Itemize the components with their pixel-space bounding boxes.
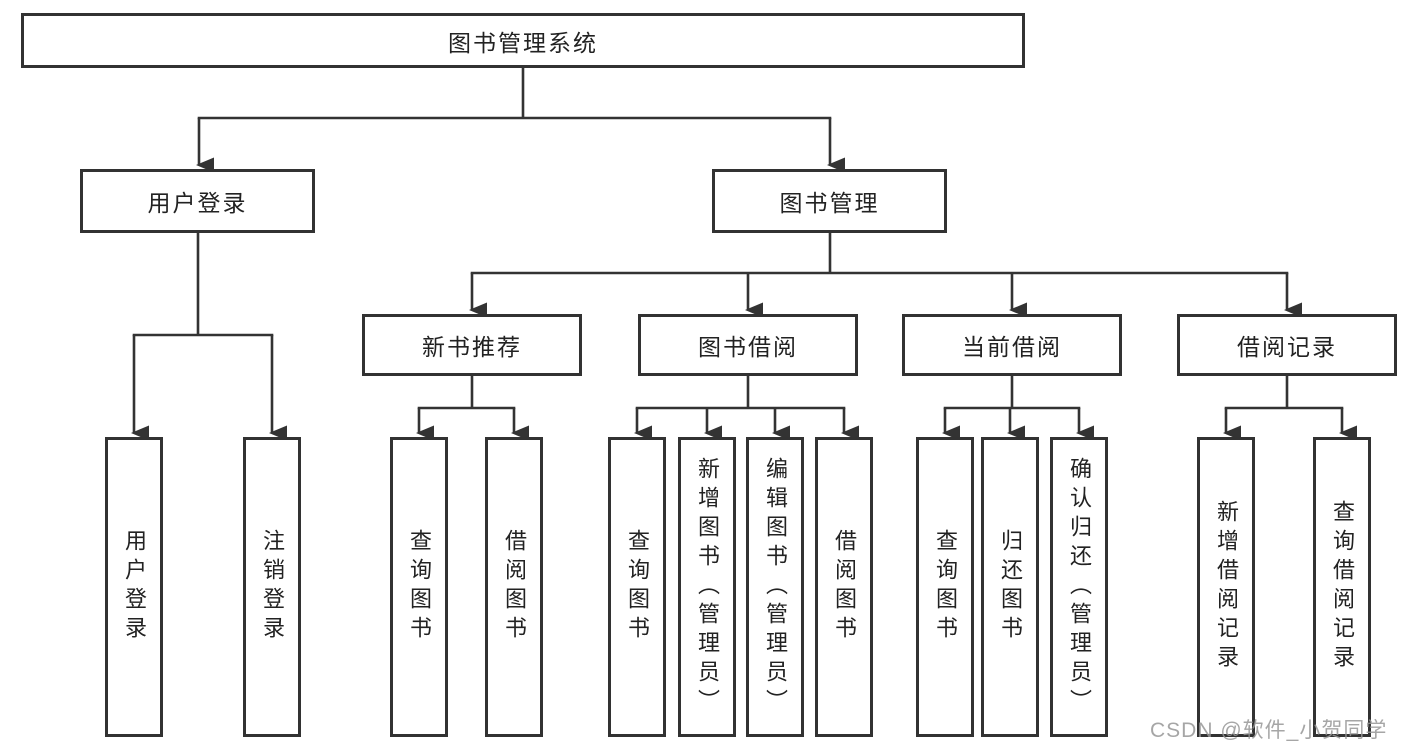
node-label: 新书推荐 [422, 334, 522, 360]
leaf-borrow-books-recommend: 借阅图书 [485, 437, 543, 737]
node-label: 查询借阅记录 [1330, 500, 1355, 674]
node-label: 图书管理系统 [448, 29, 598, 56]
node-group-current-borrowing: 当前借阅 [902, 314, 1122, 376]
node-label: 用户登录 [147, 190, 248, 216]
node-label: 用户登录 [122, 529, 147, 645]
leaf-confirm-return-admin: 确认归还（管理员） [1050, 437, 1108, 737]
node-branch-user-login: 用户登录 [80, 169, 315, 233]
node-label: 借阅图书 [832, 529, 857, 645]
node-group-new-book-recommend: 新书推荐 [362, 314, 582, 376]
node-label: 借阅图书 [502, 529, 527, 645]
wire-current-borrow-group [942, 374, 1094, 441]
node-group-book-borrowing: 图书借阅 [638, 314, 858, 376]
leaf-add-borrow-record: 新增借阅记录 [1197, 437, 1255, 737]
node-label: 查询图书 [625, 529, 650, 645]
node-label: 新增借阅记录 [1214, 500, 1239, 674]
wire-book-management-group [469, 231, 1302, 318]
node-root-library-system: 图书管理系统 [21, 13, 1025, 68]
node-label: 图书借阅 [698, 334, 798, 360]
node-label: 新增图书（管理员） [695, 456, 720, 718]
wire-root-to-branches [196, 66, 845, 173]
wire-book-borrow-group [634, 374, 859, 441]
node-label: 注销登录 [260, 529, 285, 645]
leaf-add-book-admin: 新增图书（管理员） [678, 437, 736, 737]
leaf-query-books-current: 查询图书 [916, 437, 974, 737]
leaf-query-books-recommend: 查询图书 [390, 437, 448, 737]
leaf-return-book: 归还图书 [981, 437, 1039, 737]
leaf-logout-login: 注销登录 [243, 437, 301, 737]
node-branch-book-management: 图书管理 [712, 169, 947, 233]
wire-user-login-group [131, 231, 287, 441]
leaf-query-books-borrowing: 查询图书 [608, 437, 666, 737]
leaf-user-login: 用户登录 [105, 437, 163, 737]
wire-borrow-record-group [1223, 374, 1357, 441]
leaf-query-borrow-record: 查询借阅记录 [1313, 437, 1371, 737]
leaf-borrow-books-borrowing: 借阅图书 [815, 437, 873, 737]
node-label: 当前借阅 [962, 334, 1062, 360]
csdn-watermark: CSDN @软件_小贺同学 [1150, 719, 1388, 742]
node-label: 编辑图书（管理员） [763, 456, 788, 718]
node-label: 图书管理 [779, 190, 880, 216]
node-label: 借阅记录 [1237, 334, 1337, 360]
leaf-edit-book-admin: 编辑图书（管理员） [746, 437, 804, 737]
node-label: 查询图书 [407, 529, 432, 645]
node-group-borrow-records: 借阅记录 [1177, 314, 1397, 376]
node-label: 查询图书 [933, 529, 958, 645]
wire-new-book-group [416, 374, 529, 441]
node-label: 归还图书 [998, 529, 1023, 645]
node-label: 确认归还（管理员） [1067, 456, 1092, 718]
